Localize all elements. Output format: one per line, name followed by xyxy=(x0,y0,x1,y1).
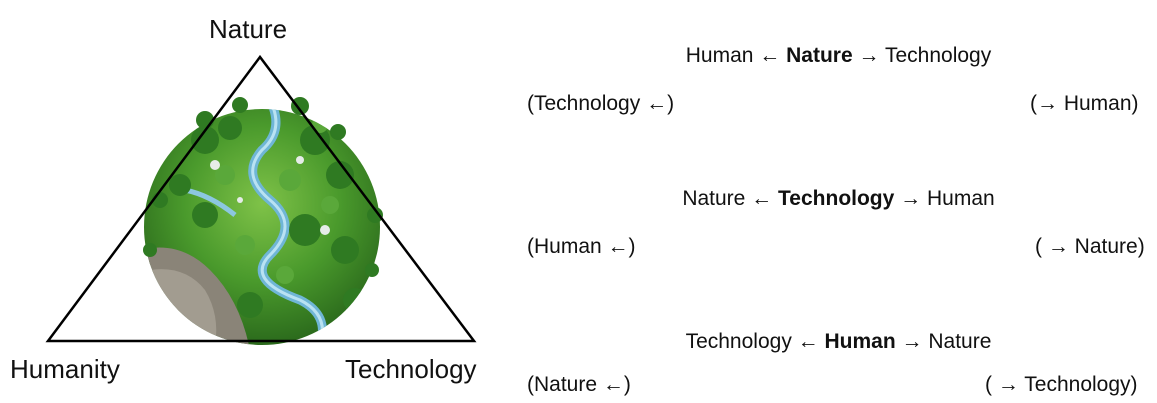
relation-3-right: → Nature xyxy=(901,330,992,353)
vertex-label-nature: Nature xyxy=(209,14,288,44)
relation-1-right: → Technology xyxy=(858,44,992,67)
relation-3-center: Human xyxy=(824,330,896,353)
relation-1-sub-right: (→ Human) xyxy=(1030,92,1139,115)
relation-3-main: Technology ← Human → Nature xyxy=(520,330,1157,354)
relation-3-sub-right: ( → Technology) xyxy=(985,373,1138,396)
relation-2-sub-left: (Human ←) xyxy=(527,235,636,258)
earth-globe-illustration xyxy=(143,97,383,345)
relation-2-center: Technology xyxy=(778,187,895,210)
vertex-label-technology: Technology xyxy=(345,354,477,384)
relation-3-left: Technology ← xyxy=(685,330,819,353)
relation-2-right: → Human xyxy=(900,187,995,210)
relation-3-sub-left: (Nature ←) xyxy=(527,373,631,396)
relation-1-left: Human ← xyxy=(685,44,781,67)
relation-2-sub-right: ( → Nature) xyxy=(1035,235,1145,258)
triangle-outline xyxy=(45,54,477,343)
relation-2-left: Nature ← xyxy=(682,187,773,210)
relation-2-main: Nature ← Technology → Human xyxy=(520,187,1157,211)
relation-1-main: Human ← Nature → Technology xyxy=(520,44,1157,68)
relation-1-sub-left: (Technology ←) xyxy=(527,92,675,115)
vertex-label-humanity: Humanity xyxy=(10,354,120,384)
relation-1-center: Nature xyxy=(786,44,853,67)
triangle-diagram xyxy=(45,54,477,345)
